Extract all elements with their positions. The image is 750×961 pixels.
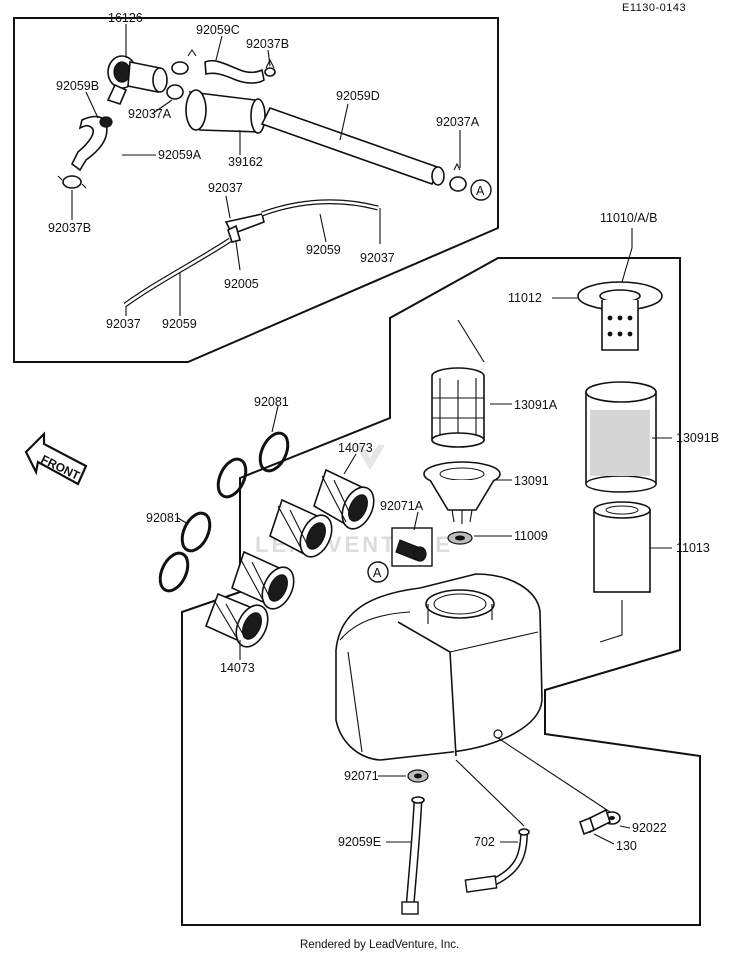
- part-92059E-drain-hose: [401, 796, 425, 915]
- label-92059A: 92059A: [158, 148, 202, 162]
- label-92059E: 92059E: [338, 835, 381, 849]
- part-airbox-housing: [335, 573, 543, 761]
- label-130: 130: [616, 839, 637, 853]
- part-92037B-clamp-left: [57, 175, 87, 189]
- callout-A-lower: A: [367, 561, 389, 583]
- part-14073-boots: [204, 468, 375, 648]
- part-labels: 16126 92059C 92037B 92059B 92037A 92059D…: [48, 11, 719, 853]
- part-16126-fitting: [106, 55, 168, 105]
- label-11009: 11009: [514, 529, 548, 543]
- label-11013: 11013: [676, 541, 710, 555]
- front-direction-arrow: FRONT: [24, 431, 88, 486]
- part-92071-fitting: [407, 769, 429, 783]
- part-11012-cap: [577, 281, 663, 351]
- part-130-bolt: [579, 808, 611, 836]
- label-13091A: 13091A: [514, 398, 558, 412]
- part-92005-joint: [224, 213, 265, 243]
- leader-lines-upper: [71, 24, 461, 316]
- label-14073-bottom: 14073: [220, 661, 255, 675]
- part-92037A-clamp: [166, 84, 184, 100]
- label-11012: 11012: [508, 291, 542, 305]
- callout-A-upper-text: A: [476, 184, 485, 198]
- callout-A-upper: A: [470, 179, 492, 201]
- label-13091B: 13091B: [676, 431, 719, 445]
- label-14073-top: 14073: [338, 441, 373, 455]
- reference-code: E1130-0143: [622, 2, 686, 14]
- part-13091A-cage: [431, 367, 485, 448]
- part-13091B-mesh-filter: [585, 381, 657, 493]
- label-92022: 92022: [632, 821, 667, 835]
- label-92037-right: 92037: [360, 251, 395, 265]
- label-13091: 13091: [514, 474, 549, 488]
- footer-credit: Rendered by LeadVenture, Inc.: [300, 939, 459, 951]
- label-92059-right: 92059: [306, 243, 341, 257]
- lower-frame: [181, 257, 701, 926]
- label-92059B: 92059B: [56, 79, 99, 93]
- leader-13091A-up: [457, 319, 485, 363]
- label-92037B-left: 92037B: [48, 221, 91, 235]
- callout-A-lower-text: A: [373, 566, 382, 580]
- part-92037B-clamp-top: [264, 58, 276, 77]
- part-92059D-long-hose: [260, 107, 467, 192]
- leader-lines-lower: [177, 228, 672, 845]
- label-16126: 16126: [108, 11, 143, 25]
- label-92005: 92005: [224, 277, 259, 291]
- label-92037B-top: 92037B: [246, 37, 289, 51]
- upper-frame: [13, 17, 499, 363]
- label-11010AB: 11010/A/B: [600, 211, 657, 225]
- label-92059D: 92059D: [336, 89, 380, 103]
- label-92059-bottom: 92059: [162, 317, 197, 331]
- part-92059B-clamp: [99, 116, 113, 128]
- label-92081-top: 92081: [254, 395, 289, 409]
- label-39162: 39162: [228, 155, 263, 169]
- part-92071A-fitting: [391, 527, 433, 567]
- label-92037-mid: 92037: [208, 181, 243, 195]
- label-92037A-right: 92037A: [436, 115, 480, 129]
- part-39162-tube: [185, 89, 266, 134]
- part-13091-holder: [423, 461, 501, 524]
- label-92037A-left: 92037A: [128, 107, 172, 121]
- label-92059C: 92059C: [196, 23, 240, 37]
- part-702-hose: [464, 828, 530, 893]
- label-702: 702: [474, 835, 495, 849]
- label-92081-left: 92081: [146, 511, 181, 525]
- part-92081-orings: [158, 431, 290, 593]
- leader-11013-down: [599, 600, 623, 643]
- part-11013-element: [593, 501, 651, 593]
- part-92059C-hose: [204, 59, 265, 84]
- part-clamp-small: [171, 49, 197, 75]
- label-92071A: 92071A: [380, 499, 424, 513]
- label-92071: 92071: [344, 769, 379, 783]
- part-11009-grommet: [447, 531, 473, 545]
- label-92037-bottom: 92037: [106, 317, 141, 331]
